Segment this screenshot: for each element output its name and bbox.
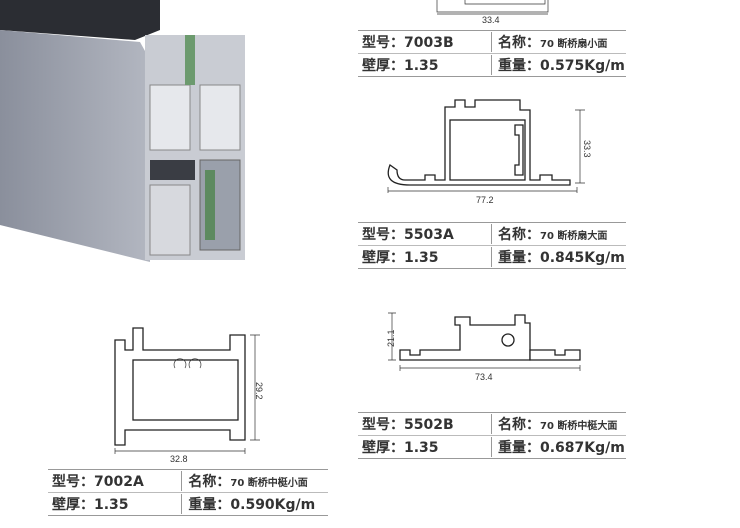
spec-table-5502B: 型号：5502B 名称：70 断桥中梃大面 壁厚：1.35 重量：0.687Kg/m xyxy=(358,412,626,459)
dimension-height: 21.1 xyxy=(386,329,396,347)
dimension-height: 33.3 xyxy=(582,140,592,158)
thickness-value: 1.35 xyxy=(404,58,439,74)
thickness-label: 壁厚： xyxy=(362,440,404,456)
name-value: 70 断桥中梃大面 xyxy=(540,421,618,432)
name-value: 70 断桥扇小面 xyxy=(540,39,608,50)
spec-table-7003B: 型号：7003B 名称：70 断桥扇小面 壁厚：1.35 重量：0.575Kg/m xyxy=(358,30,626,77)
dimension-width: 73.4 xyxy=(475,372,493,382)
window-profile-photo xyxy=(0,0,245,262)
thickness-value: 1.35 xyxy=(94,497,129,513)
weight-label: 重量： xyxy=(498,440,540,456)
name-label: 名称： xyxy=(498,417,540,433)
thickness-value: 1.35 xyxy=(404,250,439,266)
spec-table-7002A: 型号：7002A 名称：70 断桥中梃小面 壁厚：1.35 重量：0.590Kg/m xyxy=(48,469,328,516)
weight-label: 重量： xyxy=(498,250,540,266)
model-label: 型号： xyxy=(362,35,404,51)
name-value: 70 断桥中梃小面 xyxy=(230,478,308,489)
model-value: 7003B xyxy=(404,35,454,51)
thickness-label: 壁厚： xyxy=(362,250,404,266)
weight-value: 0.845Kg/m xyxy=(540,250,625,266)
dimension-height: 29.2 xyxy=(254,382,264,400)
weight-label: 重量： xyxy=(498,58,540,74)
profile-drawing-7002A: 32.8 29.2 xyxy=(114,327,264,464)
weight-label: 重量： xyxy=(188,497,231,513)
model-label: 型号： xyxy=(362,417,404,433)
profile-drawing-5502B: 73.4 21.1 xyxy=(386,312,581,382)
dimension-width: 77.2 xyxy=(476,195,494,205)
dimension-label: 33.4 xyxy=(482,15,500,25)
weight-value: 0.575Kg/m xyxy=(540,58,625,74)
model-value: 5502B xyxy=(404,417,454,433)
dimension-width: 32.8 xyxy=(170,454,188,464)
name-label: 名称： xyxy=(498,35,540,51)
model-value: 5503A xyxy=(404,227,454,243)
thickness-label: 壁厚： xyxy=(362,58,404,74)
profile-drawing-7003B: 33.4 xyxy=(436,0,549,25)
model-value: 7002A xyxy=(94,474,144,490)
profile-drawing-5503A: 77.2 33.3 xyxy=(387,99,592,205)
weight-value: 0.687Kg/m xyxy=(540,440,625,456)
thickness-value: 1.35 xyxy=(404,440,439,456)
name-value: 70 断桥扇大面 xyxy=(540,231,608,242)
spec-table-5503A: 型号：5503A 名称：70 断桥扇大面 壁厚：1.35 重量：0.845Kg/m xyxy=(358,222,626,269)
name-label: 名称： xyxy=(498,227,540,243)
model-label: 型号： xyxy=(52,474,94,490)
thickness-label: 壁厚： xyxy=(52,497,94,513)
weight-value: 0.590Kg/m xyxy=(230,497,316,513)
name-label: 名称： xyxy=(188,474,231,490)
model-label: 型号： xyxy=(362,227,404,243)
